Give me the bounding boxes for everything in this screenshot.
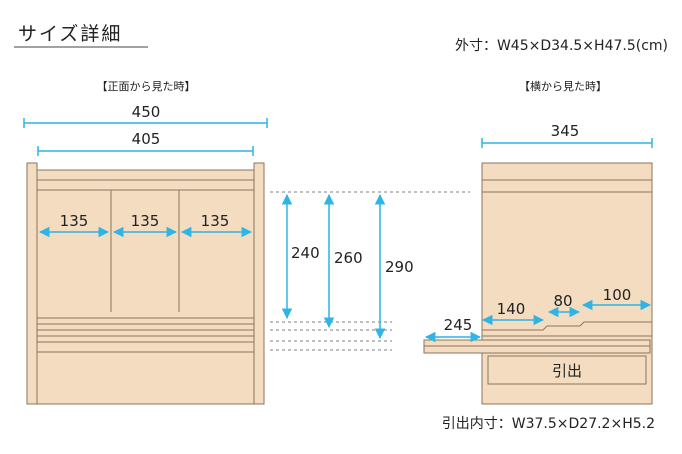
- side-cabinet: [423, 162, 653, 405]
- compartment-width-1: 135: [60, 212, 89, 230]
- drawer-dimensions: 140 80 100 245: [424, 286, 652, 343]
- total-width-label: 450: [132, 103, 161, 121]
- side-view-label: 【横から見た時】: [519, 79, 607, 93]
- compartment-width-3: 135: [201, 212, 230, 230]
- depth-label: 345: [551, 122, 580, 140]
- front-cabinet: [26, 162, 265, 405]
- outer-size-label: 外寸：W45×D34.5×H47.5(cm): [455, 38, 668, 54]
- height-label-2: 260: [334, 249, 363, 267]
- drawer-size-label: 引出内寸：W37.5×D27.2×H5.2: [442, 416, 655, 432]
- height-label-3: 290: [385, 258, 414, 276]
- drawer-dim-3: 100: [603, 286, 632, 304]
- drawer-label: 引出: [552, 362, 582, 380]
- drawer-dim-2: 80: [553, 292, 572, 310]
- compartment-width-2: 135: [131, 212, 160, 230]
- compartment-dimensions: 135 135 135: [38, 212, 253, 238]
- height-dimensions: 240 260 290: [281, 193, 414, 340]
- pullout-label: 245: [444, 316, 473, 334]
- page-title: サイズ詳細: [18, 23, 122, 45]
- height-guides: [270, 191, 470, 351]
- front-view-label: 【正面から見た時】: [97, 80, 196, 93]
- inner-width-label: 405: [132, 130, 161, 148]
- height-label-1: 240: [291, 244, 320, 262]
- drawer-dim-1: 140: [497, 300, 526, 318]
